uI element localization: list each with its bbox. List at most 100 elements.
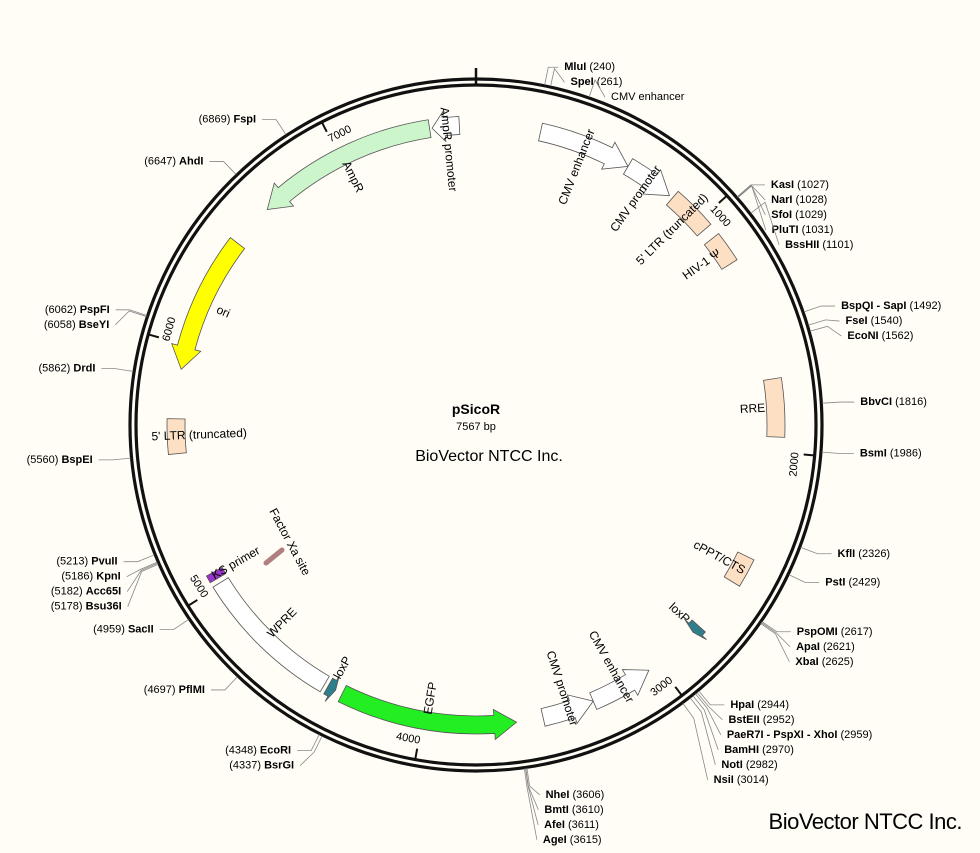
tick-label: 6000: [160, 316, 178, 343]
tick-mark: [803, 453, 814, 457]
site-label: NarI (1028): [771, 194, 827, 206]
site-leader: [822, 401, 855, 404]
site-leader: [101, 368, 134, 372]
feature-label: loxP: [666, 600, 693, 626]
site-label: ApaI (2621): [796, 641, 855, 653]
feature-ks-primer: [205, 566, 227, 584]
plasmid-size: 7567 bp: [456, 421, 496, 433]
site-leader: [737, 184, 766, 216]
site-leader: [760, 623, 790, 662]
site-label: (4697) PflMI: [144, 684, 205, 696]
site-leader: [695, 693, 722, 736]
site-label: NotI (2982): [721, 759, 777, 771]
feature-5-ltr-truncated-: [166, 418, 187, 455]
site-label: BstEII (2952): [728, 714, 794, 726]
site-leader: [297, 734, 320, 752]
site-label: PspOMI (2617): [797, 626, 873, 638]
feature-label: 5' LTR (truncated): [151, 426, 247, 444]
site-label: PluTI (1031): [772, 224, 834, 236]
site-label: (4348) EcoRI: [225, 745, 291, 757]
site-leader: [800, 547, 832, 555]
site-label: NsiI (3014): [714, 774, 769, 786]
site-label: AgeI (3615): [543, 834, 602, 846]
watermark-logo: BioVector NTCC Inc.: [768, 809, 963, 834]
tick-mark: [321, 122, 328, 133]
feature-label: EGFP: [421, 681, 440, 716]
site-label: AfeI (3611): [544, 819, 599, 831]
feature-hiv-1-: [703, 232, 738, 270]
site-label: (5186) KpnI: [61, 571, 120, 583]
site-label: SpeI (261): [570, 76, 622, 88]
feature-label: loxP: [330, 654, 353, 681]
tick-label: 2000: [787, 452, 801, 477]
site-leader: [127, 563, 159, 607]
tick-mark: [674, 686, 683, 696]
feature-cmv-promoter: [622, 158, 671, 197]
site-label: BsmI (1986): [860, 447, 922, 459]
factor-xa-site: Factor Xa site: [263, 506, 314, 578]
feature-ori: [171, 237, 246, 371]
site-leader: [262, 119, 287, 135]
site-leader: [588, 78, 606, 98]
site-label: BbvCI (1816): [860, 396, 927, 408]
site-leader: [682, 703, 709, 780]
factor-xa-label: Factor Xa site: [266, 506, 313, 578]
site-leader: [115, 309, 147, 316]
site-leader: [803, 305, 836, 313]
site-leader: [126, 562, 158, 592]
site-leader: [761, 622, 791, 648]
site-leader: [750, 201, 780, 245]
feature-loxp: [323, 674, 340, 702]
feature-label: AmpR: [339, 159, 367, 195]
feature-label: HIV-1 Ψ: [680, 246, 723, 282]
site-leader: [808, 319, 840, 326]
site-label: KasI (1027): [771, 179, 829, 191]
feature-loxp: [684, 618, 707, 641]
site-leader: [123, 554, 155, 563]
site-leader: [98, 457, 131, 461]
site-label: FseI (1540): [846, 315, 903, 327]
site-leader: [544, 66, 559, 85]
feature-5-ltr-truncated-: [665, 190, 712, 237]
site-leader: [809, 325, 842, 337]
site-leader: [821, 451, 854, 454]
site-label: SfoI (1029): [771, 209, 827, 221]
feature-wpre: [212, 577, 330, 693]
site-leader: [696, 692, 723, 721]
site-leader: [526, 768, 540, 796]
site-label: XbaI (2625): [795, 656, 853, 668]
site-label: PstI (2429): [825, 576, 880, 588]
site-label: KflI (2326): [838, 548, 891, 560]
site-label: (6647) AhdI: [144, 155, 203, 167]
feature-label: WPRE: [264, 605, 299, 641]
site-label: BspQI - SapI (1492): [841, 300, 941, 312]
feature-label: KS primer: [209, 543, 262, 582]
center-labels: pSicoR 7567 bp BioVector NTCC Inc.: [415, 401, 563, 465]
site-leader: [689, 697, 716, 765]
tick-label: 3000: [648, 674, 675, 698]
feature-label: RRE: [739, 401, 765, 416]
site-label: (5862) DrdI: [39, 363, 96, 375]
feature-ampr-promoter: [431, 110, 461, 143]
site-label: CMV enhancer: [611, 91, 685, 103]
feature-ampr: [266, 119, 432, 211]
tick-label: 7000: [326, 123, 353, 145]
site-leader: [159, 619, 189, 630]
site-leader: [114, 310, 147, 326]
site-label: EcoNI (1562): [847, 330, 913, 342]
site-label: NheI (3606): [546, 789, 605, 801]
site-label: (6869) FspI: [199, 114, 256, 126]
site-label: (5213) PvuII: [56, 556, 117, 568]
feature-egfp: [337, 684, 518, 741]
tick-mark: [414, 748, 419, 759]
site-label: (5178) Bsu36I: [51, 601, 122, 613]
site-label: (5182) Acc65I: [51, 586, 121, 598]
site-label: (6062) PspFI: [45, 304, 110, 316]
site-leader: [525, 768, 539, 825]
site-leader: [209, 161, 237, 175]
site-label: BamHI (2970): [724, 744, 794, 756]
site-label: (5560) BspEI: [27, 454, 93, 466]
